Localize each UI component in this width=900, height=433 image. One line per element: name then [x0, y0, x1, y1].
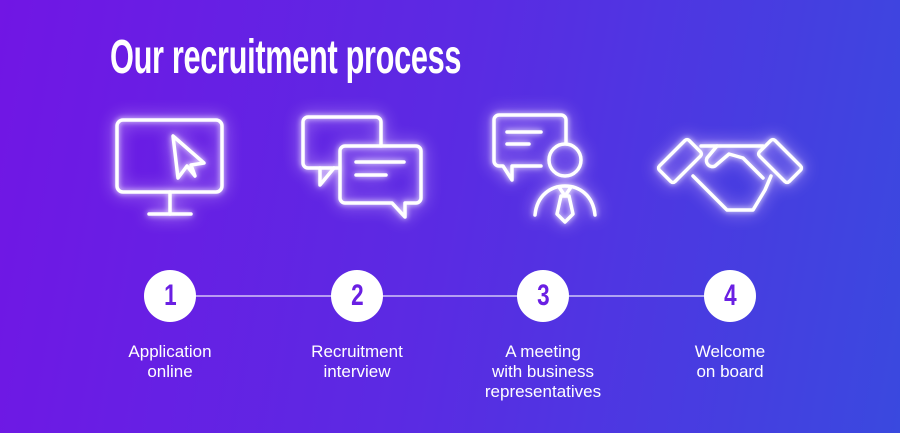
step-2: 2 Recruitment interview [277, 270, 437, 382]
chat-bubbles-icon [298, 110, 428, 230]
monitor-cursor-icon [105, 110, 235, 230]
business-person-chat-icon [485, 110, 615, 230]
step-3: 3 A meeting with business representative… [463, 270, 623, 402]
step-number-badge: 1 [144, 270, 196, 322]
step-number-badge: 4 [704, 270, 756, 322]
step-label: Welcome on board [694, 342, 766, 381]
step-number-badge: 2 [331, 270, 383, 322]
step-number-badge: 3 [517, 270, 569, 322]
step-label: A meeting with business representatives [484, 342, 602, 401]
handshake-icon [656, 110, 804, 230]
step-1: 1 Application online [90, 270, 250, 382]
step-label: Recruitment interview [311, 342, 403, 381]
timeline-connector [170, 295, 730, 297]
step-label: Application online [128, 342, 212, 381]
page-title: Our recruitment process [110, 31, 462, 84]
step-4: 4 Welcome on board [650, 270, 810, 382]
